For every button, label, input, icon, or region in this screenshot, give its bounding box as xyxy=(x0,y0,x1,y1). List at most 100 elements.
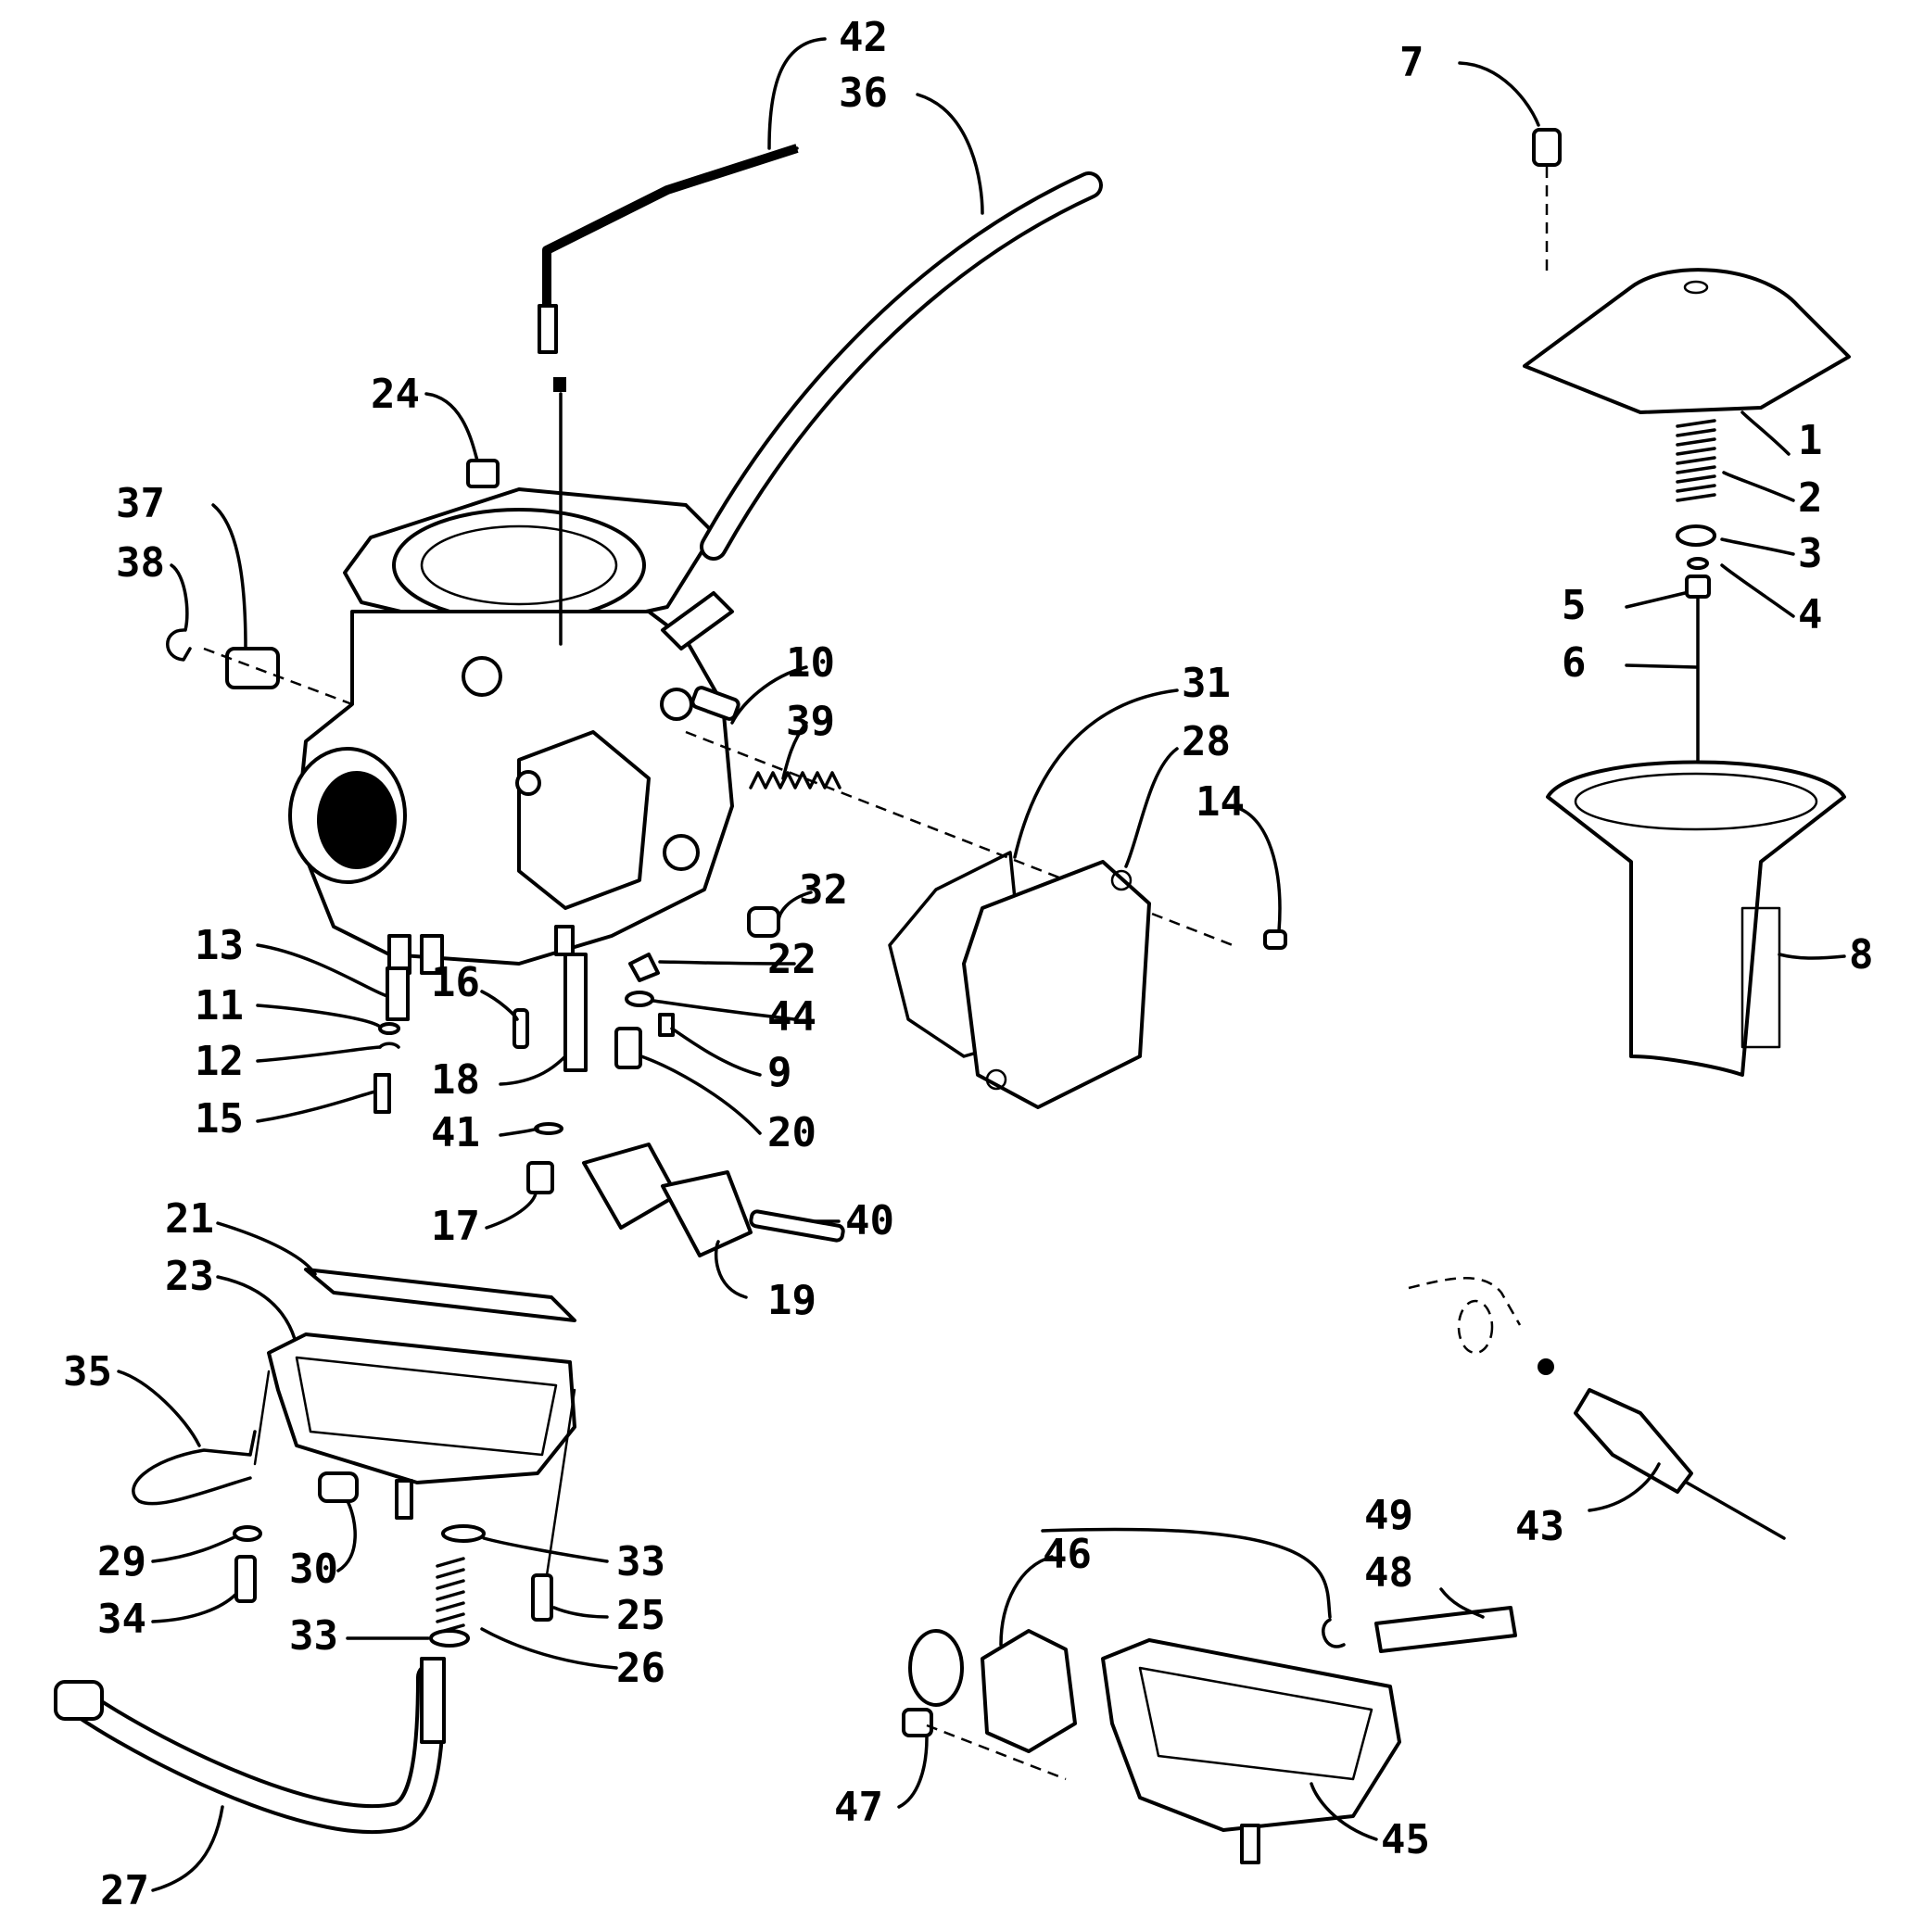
clip-38 xyxy=(166,628,192,662)
callout-7: 7 xyxy=(1399,39,1424,86)
callout-35: 35 xyxy=(63,1348,112,1395)
carburetor-body xyxy=(288,487,734,975)
vent-hose xyxy=(661,171,1103,650)
bowl-lines xyxy=(253,1370,576,1577)
side-cover-28 xyxy=(962,860,1151,1109)
callout-38: 38 xyxy=(116,539,165,587)
callout-46: 46 xyxy=(1043,1531,1092,1578)
needle-holder-5 xyxy=(1685,575,1711,599)
callout-44: 44 xyxy=(767,993,816,1041)
callout-13: 13 xyxy=(195,922,244,969)
callout-10: 10 xyxy=(786,639,835,687)
bowl-45 xyxy=(1101,1638,1401,1864)
callout-5: 5 xyxy=(1562,582,1587,629)
clip-35 xyxy=(132,1430,257,1506)
washer-29 xyxy=(233,1525,262,1542)
callout-8: 8 xyxy=(1849,931,1874,979)
callout-45: 45 xyxy=(1381,1816,1430,1863)
callout-15: 15 xyxy=(195,1095,244,1143)
screw-14 xyxy=(1263,929,1287,950)
callout-43: 43 xyxy=(1515,1503,1564,1550)
callout-29: 29 xyxy=(97,1538,146,1585)
screw-34 xyxy=(234,1555,257,1603)
jet-20 xyxy=(614,1027,642,1069)
cap-22 xyxy=(628,953,660,982)
spring-26 xyxy=(436,1557,465,1635)
callout-27: 27 xyxy=(100,1867,149,1914)
callout-25: 25 xyxy=(616,1592,665,1639)
callout-39: 39 xyxy=(786,698,835,745)
callout-22: 22 xyxy=(767,936,816,983)
jet-17 xyxy=(526,1161,554,1194)
hose-48 xyxy=(1374,1606,1517,1653)
callout-24: 24 xyxy=(371,371,420,418)
callout-48: 48 xyxy=(1364,1549,1413,1597)
callout-32: 32 xyxy=(799,866,848,914)
pin-40 xyxy=(749,1209,845,1243)
callout-37: 37 xyxy=(116,480,165,527)
callout-4: 4 xyxy=(1798,591,1823,638)
clip-49 xyxy=(1322,1618,1346,1648)
callout-6: 6 xyxy=(1562,639,1587,687)
callout-16: 16 xyxy=(431,959,480,1006)
callout-31: 31 xyxy=(1182,660,1231,707)
callout-30: 30 xyxy=(289,1546,338,1593)
callout-41: 41 xyxy=(431,1109,480,1156)
oring-41 xyxy=(534,1122,563,1135)
diaphragm-46 xyxy=(908,1629,1077,1753)
callout-42: 42 xyxy=(839,14,888,61)
float-bowl-23 xyxy=(267,1332,576,1520)
callout-40: 40 xyxy=(845,1197,894,1244)
callout-3: 3 xyxy=(1798,530,1823,577)
callout-33a: 33 xyxy=(616,1538,665,1585)
diaphragm-cover-1 xyxy=(1523,268,1851,414)
callout-21: 21 xyxy=(165,1195,214,1243)
oring-11 xyxy=(378,1022,400,1035)
callout-28: 28 xyxy=(1182,718,1231,765)
jet-13 xyxy=(386,966,410,1021)
callout-11: 11 xyxy=(195,982,244,1029)
plug-24 xyxy=(466,459,500,488)
clip-4 xyxy=(1687,557,1709,570)
callout-1: 1 xyxy=(1798,417,1823,464)
clip-12 xyxy=(378,1042,400,1049)
callout-26: 26 xyxy=(616,1645,665,1692)
throttle-cable xyxy=(538,144,799,646)
cover-gasket-31 xyxy=(888,851,1031,1058)
needle-tube-18 xyxy=(563,953,588,1072)
callout-18: 18 xyxy=(431,1056,480,1104)
spring-39 xyxy=(749,771,842,789)
screw-47 xyxy=(902,1708,1067,1781)
washer-33a xyxy=(441,1524,486,1543)
washer-3 xyxy=(1676,524,1716,547)
floats-19 xyxy=(582,1143,753,1257)
callout-49: 49 xyxy=(1364,1492,1413,1539)
screw-25 xyxy=(531,1573,553,1622)
callout-20: 20 xyxy=(767,1109,816,1156)
slide-8 xyxy=(1546,760,1846,1077)
pin-9 xyxy=(658,1013,675,1037)
jet-15 xyxy=(373,1073,391,1114)
washer-33b xyxy=(429,1629,470,1648)
callout-labels: 1 2 3 4 5 6 7 8 9 10 11 12 13 14 15 16 1… xyxy=(63,14,1874,1914)
callout-14: 14 xyxy=(1196,778,1245,826)
callout-34: 34 xyxy=(97,1596,146,1643)
callout-2: 2 xyxy=(1798,474,1823,522)
cap-screw-7 xyxy=(1532,128,1562,278)
callout-23: 23 xyxy=(165,1253,214,1300)
callout-47: 47 xyxy=(834,1784,883,1831)
fuel-line-27 xyxy=(54,1657,446,1835)
plug-30 xyxy=(318,1471,359,1503)
screw-10 xyxy=(690,686,740,721)
cap-32 xyxy=(747,906,780,938)
callout-12: 12 xyxy=(195,1038,244,1085)
choke-cable-43 xyxy=(1408,1277,1786,1540)
callout-9: 9 xyxy=(767,1049,792,1096)
sleeve-37 xyxy=(203,647,353,706)
callout-36: 36 xyxy=(839,69,888,117)
washer-44 xyxy=(625,991,654,1007)
spring-2 xyxy=(1676,419,1716,502)
callout-33b: 33 xyxy=(289,1612,338,1660)
leader-lines xyxy=(117,37,1846,1892)
